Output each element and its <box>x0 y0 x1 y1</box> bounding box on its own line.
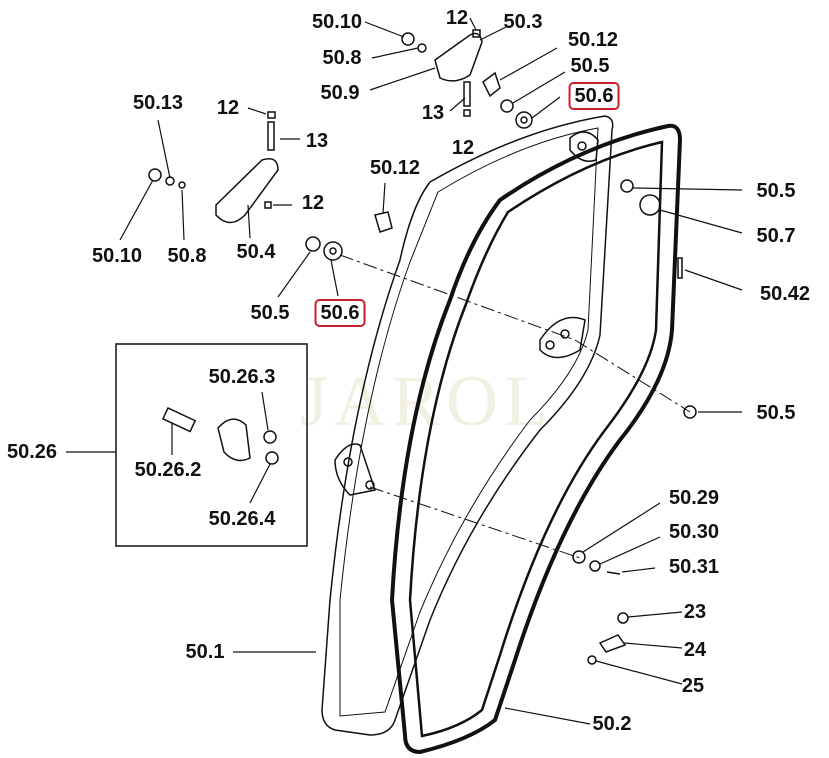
door-seal <box>389 123 683 755</box>
part-label: 50.5 <box>570 55 610 77</box>
part-label: 50.31 <box>668 556 720 578</box>
part-label: 24 <box>683 639 707 661</box>
detail-box <box>115 343 308 547</box>
part-label: 50.29 <box>668 487 720 509</box>
part-label: 50.5 <box>756 180 796 202</box>
part-label: 50.12 <box>567 29 619 51</box>
part-label: 50.26.4 <box>208 508 276 530</box>
part-label: 25 <box>681 675 705 697</box>
part-label: 50.26 <box>6 441 58 463</box>
glass-panel <box>321 115 614 736</box>
part-label: 12 <box>451 137 475 159</box>
part-label: 13 <box>421 102 445 124</box>
part-label: 23 <box>683 601 707 623</box>
part-label: 50.10 <box>91 245 143 267</box>
part-label: 50.7 <box>756 225 796 247</box>
part-label: 12 <box>216 97 240 119</box>
part-label: 50.26.3 <box>208 366 276 388</box>
part-label: 50.42 <box>759 283 811 305</box>
part-label: 12 <box>301 192 325 214</box>
highlighted-part-label: 50.6 <box>314 299 366 327</box>
part-label: 50.5 <box>756 402 796 424</box>
part-label: 50.3 <box>503 11 543 33</box>
part-label: 13 <box>305 130 329 152</box>
part-label: 50.1 <box>185 641 225 663</box>
part-label: 50.5 <box>250 302 290 324</box>
part-label: 50.13 <box>132 92 184 114</box>
part-label: 50.4 <box>236 241 276 263</box>
part-label: 50.10 <box>311 11 363 33</box>
part-label: 50.26.2 <box>134 459 202 481</box>
part-label: 12 <box>445 7 469 29</box>
part-label: 50.2 <box>592 713 632 735</box>
highlighted-part-label: 50.6 <box>568 82 620 110</box>
part-label: 50.12 <box>369 157 421 179</box>
part-label: 50.8 <box>167 245 207 267</box>
part-label: 50.30 <box>668 521 720 543</box>
part-label: 50.9 <box>320 82 360 104</box>
part-label: 50.8 <box>322 47 362 69</box>
